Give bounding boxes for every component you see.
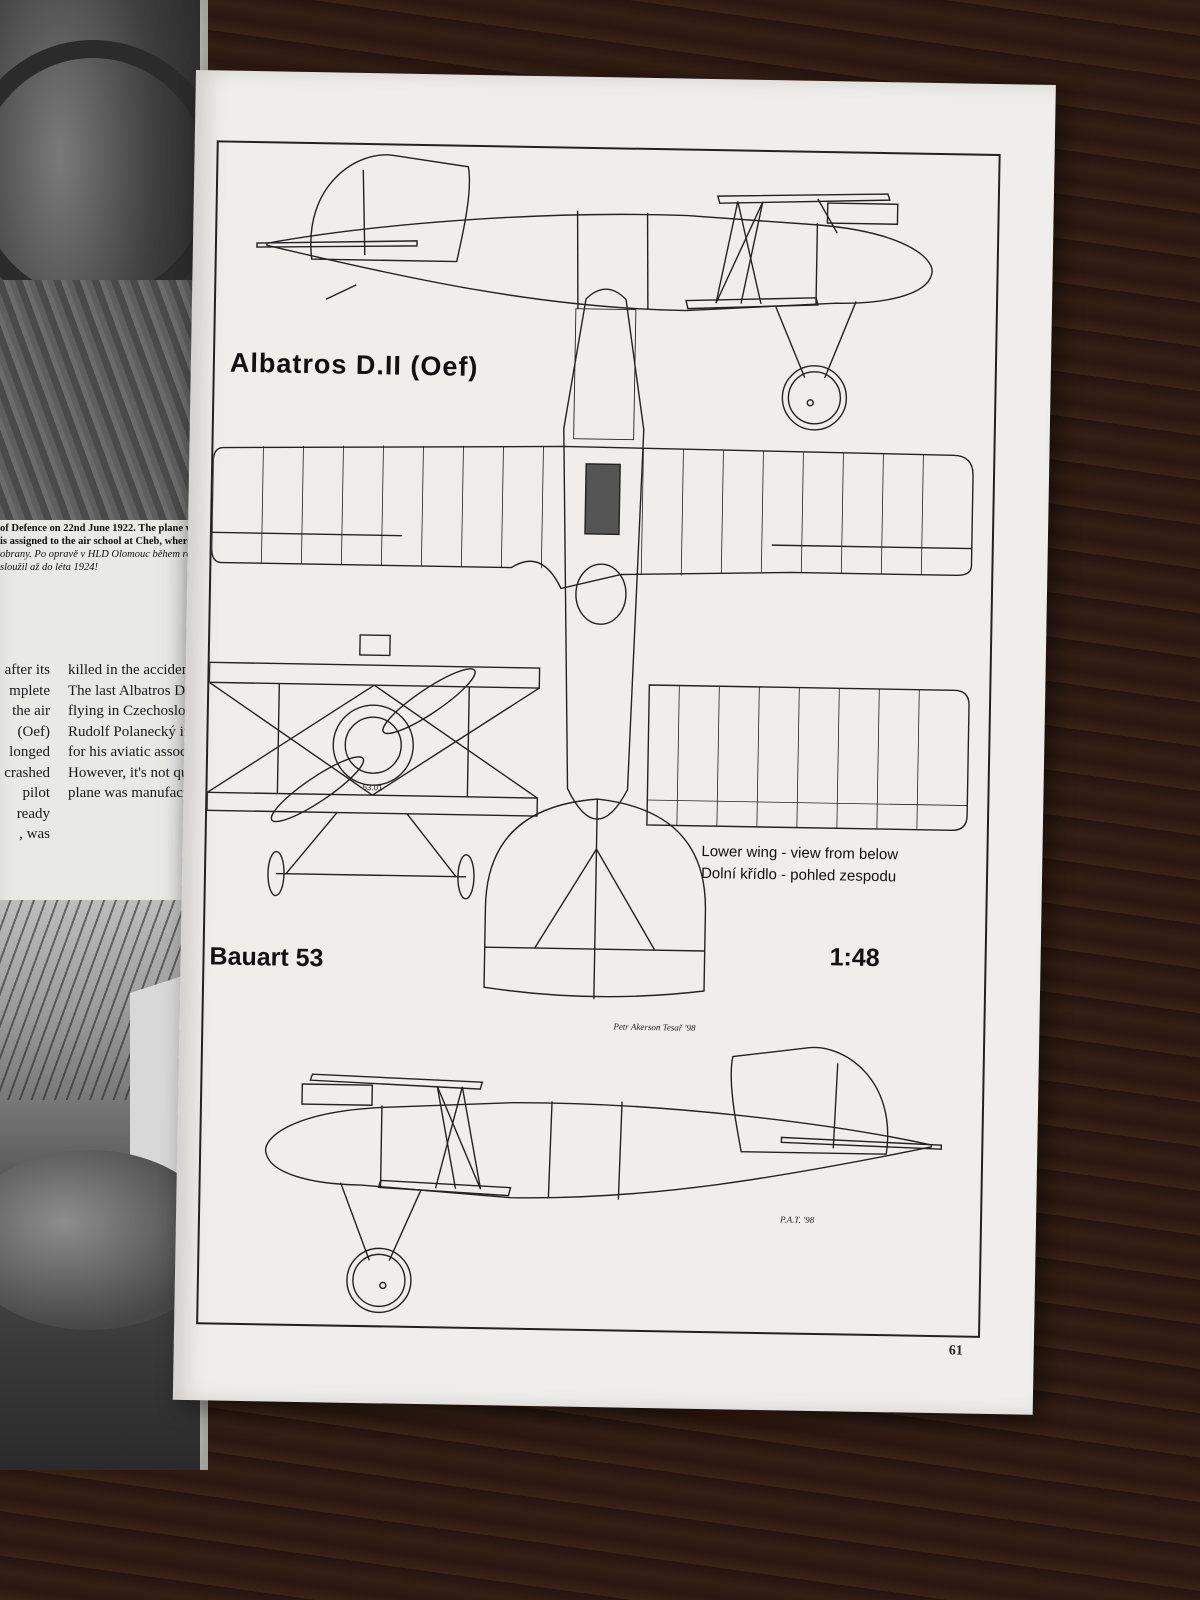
text-line: ready — [16, 805, 50, 822]
signature-bottom: P.A.T. '98 — [779, 1214, 815, 1225]
drawing-title: Albatros D.II (Oef) — [229, 347, 479, 382]
wheel-side-bottom — [346, 1247, 412, 1314]
lower-wing-plan — [646, 684, 970, 832]
photo-aircraft-wing — [0, 1150, 208, 1330]
fuselage-side-bottom — [264, 1101, 933, 1199]
lower-wing-view — [646, 684, 970, 832]
tailplane-plan — [483, 798, 707, 998]
tail-fin-bottom — [730, 1046, 889, 1155]
text-line: crashed — [4, 764, 50, 781]
text-column-right: killed in the accident. The last Albatro… — [68, 660, 198, 804]
plan-view — [210, 288, 974, 1000]
engine-cowling-front — [332, 704, 414, 786]
fuselage-plan — [563, 288, 645, 820]
radiator — [584, 463, 621, 536]
aircraft-plans-drawing: 53.01 — [206, 154, 974, 1314]
text-line: plane was manufactured by Oeffag — [68, 785, 198, 801]
lower-wing-label-cz: Dolní křídlo - pohled zespodu — [700, 864, 897, 886]
propeller-blade-left — [270, 756, 365, 823]
serial-marking: 53.01 — [362, 783, 383, 792]
photo-building — [0, 0, 208, 520]
tail-fin — [310, 154, 471, 263]
scale-label: 1:48 — [829, 943, 880, 973]
text-line: However, it's not quite clear — [68, 764, 198, 781]
front-lower-wing — [206, 791, 539, 817]
text-line: , was — [19, 826, 50, 842]
cockpit — [575, 563, 627, 625]
wing-ribs — [261, 445, 924, 576]
photo-airfield — [0, 900, 208, 1470]
front-upper-wing — [208, 661, 541, 689]
text-line: (Oef) — [17, 723, 50, 740]
side-view-top — [256, 154, 933, 431]
text-line: the air — [12, 703, 50, 719]
page-number: 61 — [948, 1343, 963, 1359]
right-page: 53.01 — [172, 70, 1056, 1415]
text-line: flying in Czechoslovakia was — [68, 703, 198, 719]
upper-wing-side-bottom — [309, 1073, 484, 1090]
text-line: after its — [4, 662, 50, 678]
lower-wing-side-bottom — [377, 1179, 512, 1197]
photo-arch — [0, 40, 208, 316]
caption-line: is assigned to the air school at Cheb, w… — [0, 536, 196, 547]
front-cabane — [359, 634, 391, 657]
text-line: Rudolf Polanecký in Salzburg — [68, 723, 198, 740]
signature-top: Petr Akerson Tesař '98 — [612, 1021, 696, 1032]
text-column-left: after its mplete the air (Oef) longed cr… — [0, 660, 50, 845]
side-view-bottom — [264, 1046, 943, 1314]
drawing-subtitle: Bauart 53 — [209, 942, 324, 973]
front-wheel-right — [457, 854, 475, 900]
front-view: 53.01 — [206, 634, 541, 900]
text-line: mplete — [9, 682, 50, 699]
photo-ground — [0, 280, 200, 520]
lower-wing-side — [685, 297, 819, 310]
text-line: longed — [9, 744, 50, 760]
tailplane-side — [256, 240, 418, 248]
tailplane-side-bottom — [780, 1136, 943, 1150]
wheel-side — [781, 365, 848, 431]
drawing-frame: 53.01 — [196, 140, 1001, 1338]
caption-line: obrany. Po opravě v HLD Olomouc během ro… — [0, 549, 196, 560]
text-line: for his aviatic association — [68, 744, 198, 760]
front-wheel-left — [267, 850, 285, 897]
text-line: killed in the accident. — [68, 662, 198, 678]
caption-line: sloužil až do léta 1924! — [0, 562, 99, 573]
engine-plan — [573, 308, 637, 441]
upper-wing-side — [716, 193, 891, 204]
upper-wing-plan — [210, 445, 974, 590]
caption-line: of Defence on 22nd June 1922. The plane … — [0, 523, 196, 534]
text-line: pilot — [22, 785, 50, 801]
lower-wing-label: Lower wing - view from below Dolní křídl… — [701, 841, 898, 888]
left-page: of Defence on 22nd June 1922. The plane … — [0, 0, 208, 1470]
text-line: The last Albatros D.III fighter — [68, 682, 198, 699]
fuselage-side — [266, 213, 933, 312]
propeller-blade-right — [382, 668, 476, 735]
photo-caption: of Defence on 22nd June 1922. The plane … — [0, 522, 196, 574]
engine-block-bottom — [301, 1083, 374, 1106]
engine-block — [826, 202, 899, 225]
